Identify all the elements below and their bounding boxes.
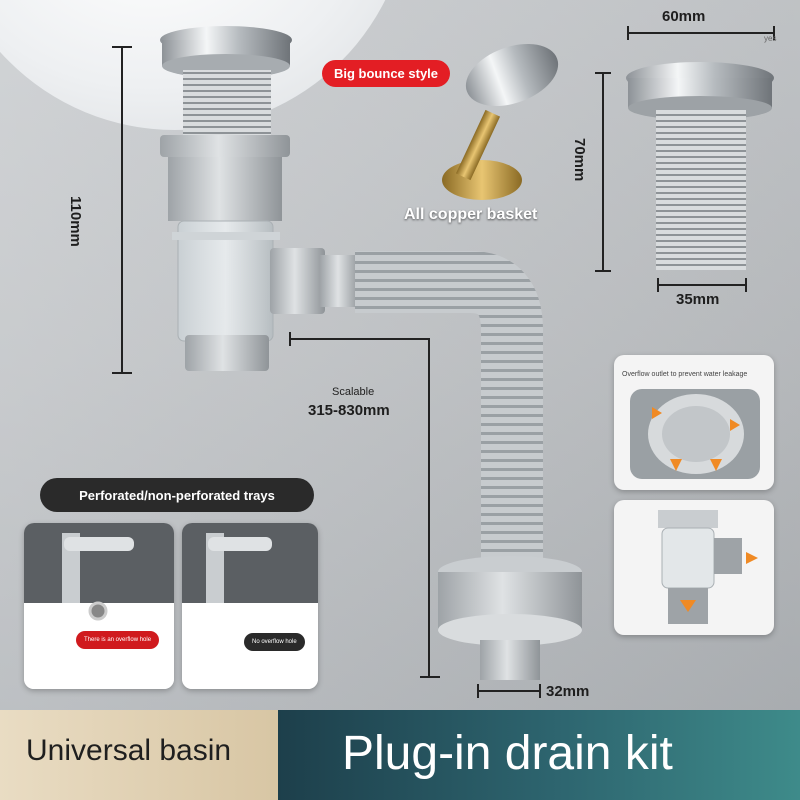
height-dimension: 110mm (67, 196, 84, 247)
no-overflow-tag: No overflow hole (244, 633, 305, 651)
flexible-hose (355, 251, 543, 560)
banner-right: Plug-in drain kit (278, 710, 800, 800)
overflow-outlet-label: Overflow outlet to prevent water leakage (622, 371, 748, 378)
faucet-illustration-2 (182, 523, 318, 689)
cap-width-dimension: 60mm (662, 8, 706, 25)
banner-left-text: Universal basin (26, 734, 232, 767)
banner-left: Universal basin (0, 710, 278, 800)
scalable-label: Scalable (332, 386, 375, 398)
popup-plug-detail (626, 62, 774, 270)
scalable-range: 315-830mm (308, 402, 390, 419)
threaded-stem (183, 70, 271, 138)
overflow-hole-photo: There is an overflow hole (24, 523, 174, 689)
overflow-flow-panel (614, 500, 774, 635)
outlet-pipe (480, 640, 540, 680)
outlet-dimension: 32mm (546, 683, 590, 700)
copper-basket-label: All copper basket (404, 206, 538, 223)
trays-callout: Perforated/non-perforated trays (40, 478, 314, 512)
overflow-flow-illustration (658, 510, 758, 624)
banner-right-text: Plug-in drain kit (342, 727, 673, 780)
plug-height-dimension: 70mm (571, 138, 588, 182)
thread-width-dimension: 35mm (676, 291, 720, 308)
dimension-lines (112, 26, 775, 698)
copper-basket-plug (442, 43, 559, 200)
overflow-outlet-panel: Overflow outlet to prevent water leakage (614, 355, 774, 490)
faucet-illustration (24, 523, 174, 689)
overflow-hole-tag: There is an overflow hole (76, 631, 160, 649)
drain-assembly-illustration (112, 26, 775, 698)
overflow-ring-illustration (630, 389, 760, 479)
no-overflow-photo: No overflow hole (182, 523, 318, 689)
bounce-style-callout: Big bounce style (322, 60, 451, 87)
corner-mark: yes (764, 34, 777, 43)
